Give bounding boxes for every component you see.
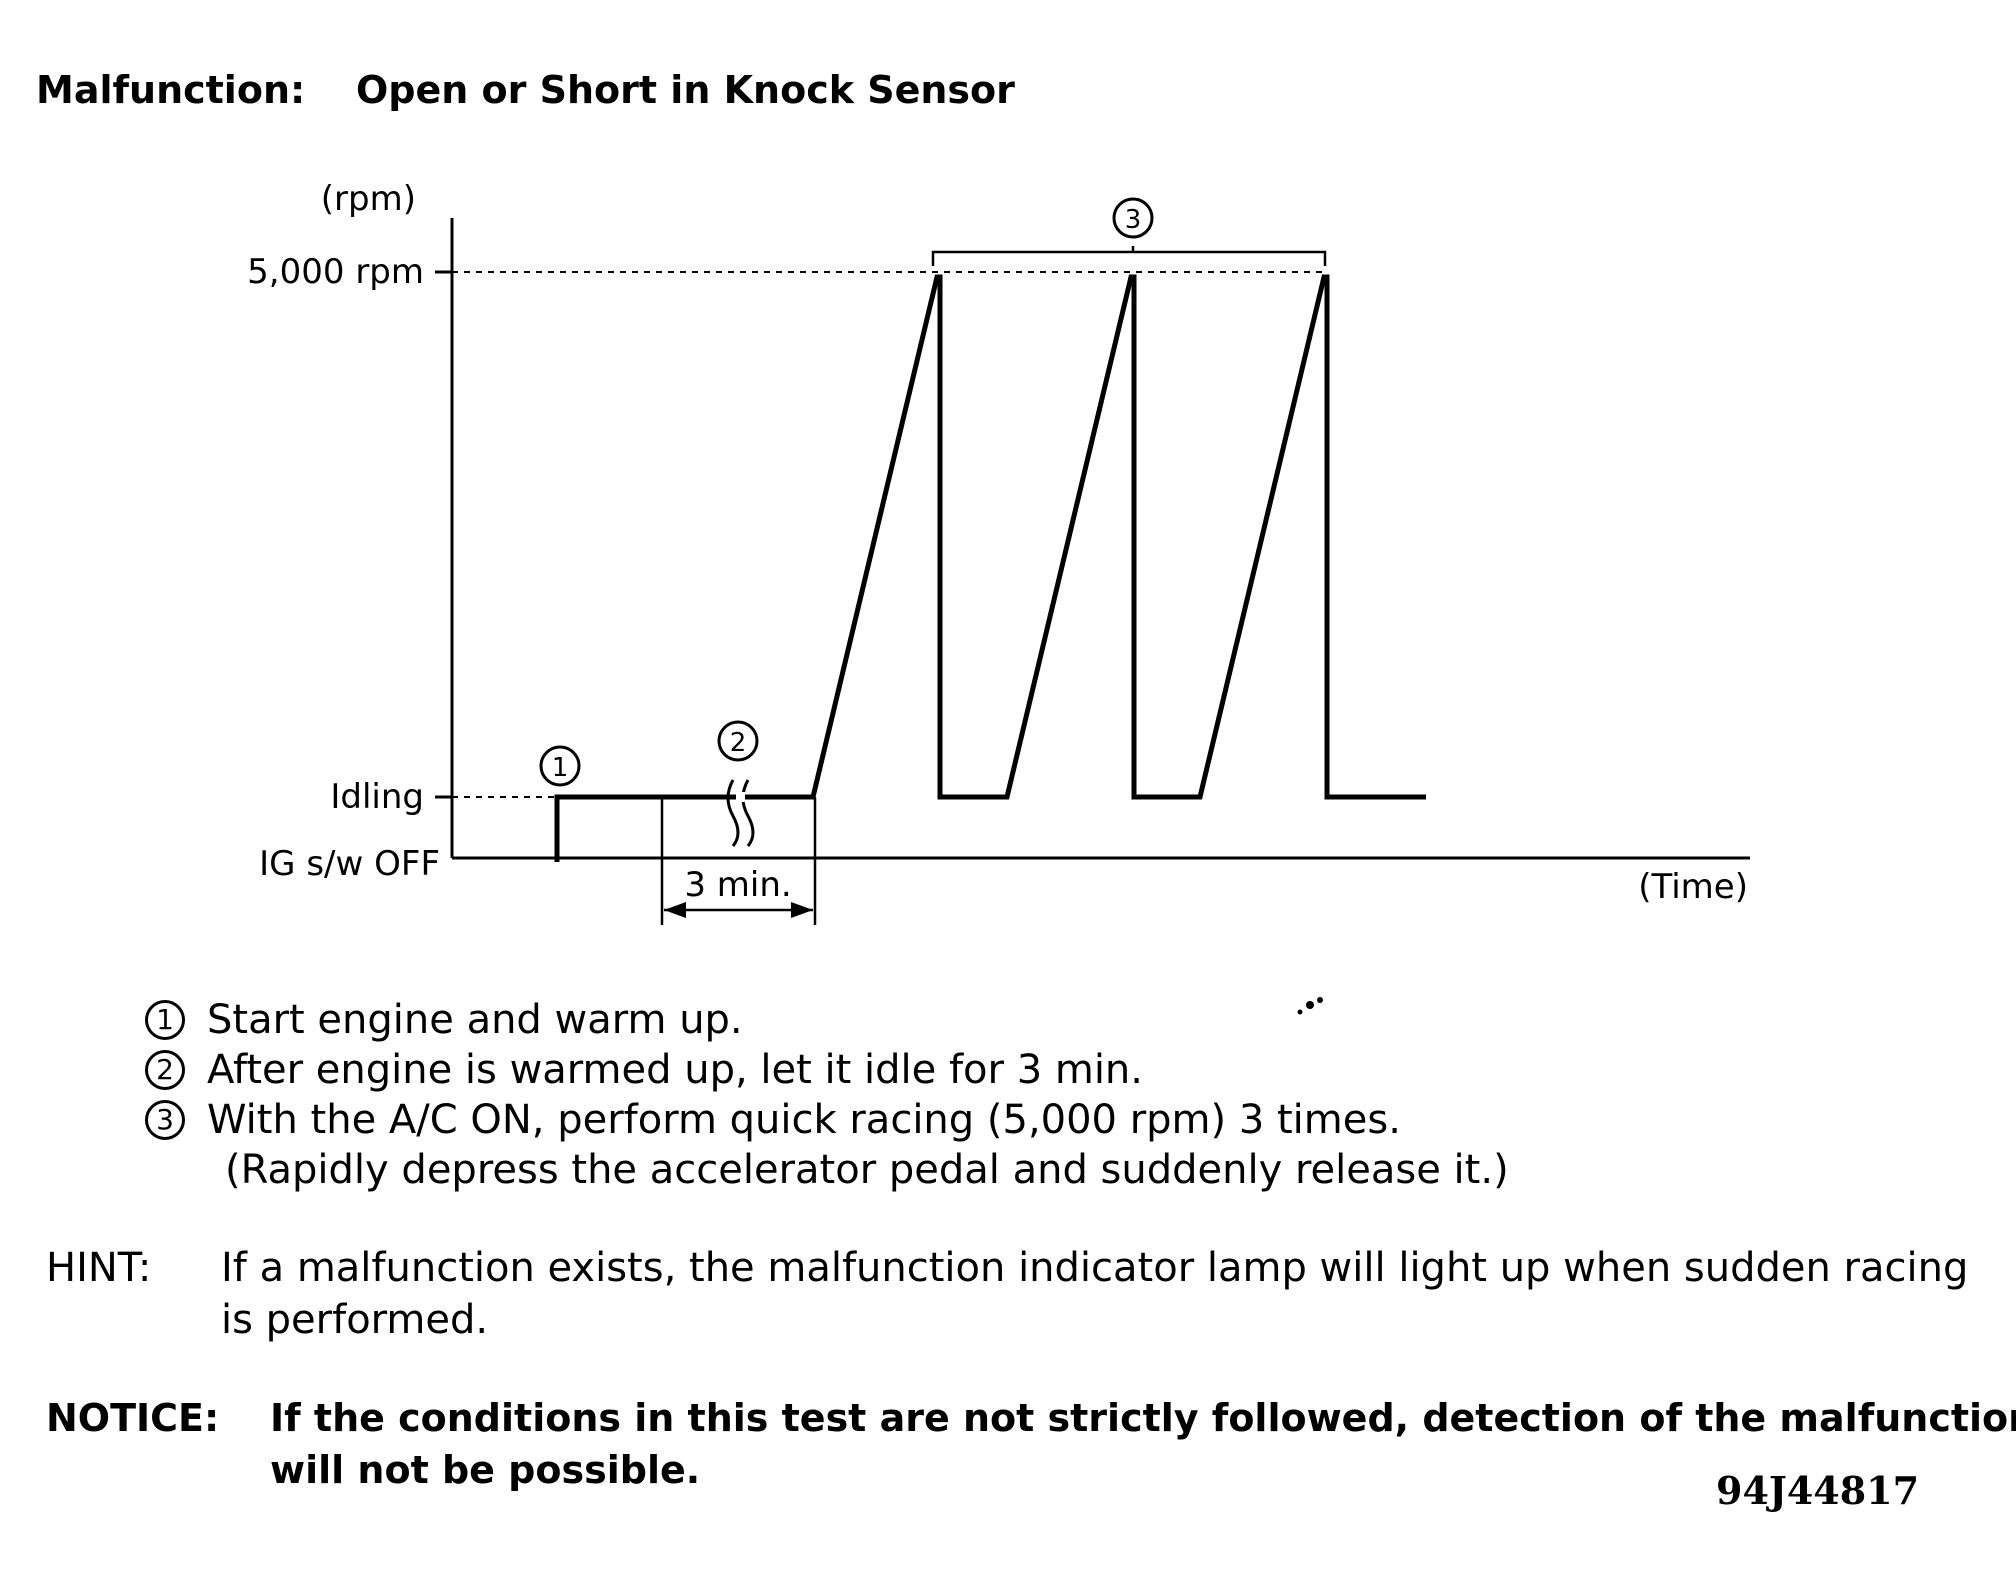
hint-body: If a malfunction exists, the malfunction… (221, 1242, 1968, 1346)
marker-3-text: 3 (1125, 205, 1142, 235)
marker-1-text: 1 (552, 753, 569, 783)
speck (1317, 997, 1323, 1003)
x-unit-label: (Time) (1638, 867, 1748, 907)
marker-1-circle (539, 745, 581, 787)
speck (1297, 1009, 1303, 1015)
steps-list: 1 Start engine and warm up. 2 After engi… (145, 995, 1509, 1195)
time-break-mark (726, 779, 740, 847)
step-text-3: With the A/C ON, perform quick racing (5… (207, 1097, 1401, 1143)
marker-3-circle (1112, 197, 1154, 239)
step-text-1: Start engine and warm up. (207, 997, 743, 1043)
break-gap (736, 792, 745, 802)
marker-2-text: 2 (730, 728, 747, 758)
hint-line-2: is performed. (221, 1297, 489, 1343)
speck (1306, 1001, 1314, 1009)
step-item-1: 1 Start engine and warm up. (145, 995, 1509, 1045)
hint-label: HINT: (46, 1245, 152, 1291)
step-text-2: After engine is warmed up, let it idle f… (207, 1047, 1143, 1093)
step-number-2: 2 (145, 1050, 185, 1090)
level-off-label: IG s/w OFF (259, 844, 440, 884)
malfunction-title: Malfunction: Open or Short in Knock Senso… (36, 68, 1015, 112)
marker-2-circle (717, 720, 759, 762)
step-3-continuation: (Rapidly depress the accelerator pedal a… (225, 1147, 1509, 1193)
malfunction-label: Malfunction: (36, 68, 306, 112)
time-break-mark-2 (741, 779, 755, 847)
figure-code: 94J44817 (1716, 1468, 1920, 1513)
step-number-3: 3 (145, 1100, 185, 1140)
step-number-1: 1 (145, 1000, 185, 1040)
step-item-3: 3 With the A/C ON, perform quick racing … (145, 1095, 1509, 1145)
step-item-2: 2 After engine is warmed up, let it idle… (145, 1045, 1509, 1095)
rpm-waveform (554, 274, 1426, 862)
y-unit-label: (rpm) (321, 179, 416, 219)
duration-label: 3 min. (684, 865, 791, 905)
dim-arrow-right (791, 902, 813, 918)
notice-body: If the conditions in this test are not s… (270, 1392, 2016, 1496)
step3-bracket (931, 246, 1327, 266)
notice-line-2: will not be possible. (270, 1448, 701, 1492)
level-5000-label: 5,000 rpm (247, 252, 424, 292)
hint-line-1: If a malfunction exists, the malfunction… (221, 1245, 1969, 1291)
malfunction-text: Open or Short in Knock Sensor (356, 68, 1015, 112)
notice-label: NOTICE: (46, 1396, 220, 1440)
notice-line-1: If the conditions in this test are not s… (270, 1396, 2016, 1440)
dim-arrow-left (664, 902, 686, 918)
level-idling-label: Idling (330, 777, 424, 817)
